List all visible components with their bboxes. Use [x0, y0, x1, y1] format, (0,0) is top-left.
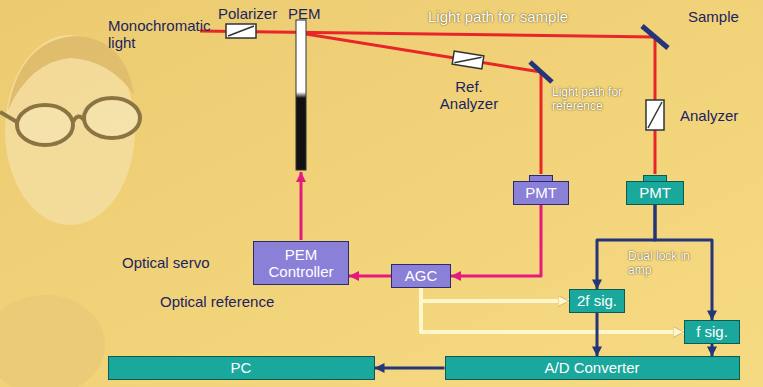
signal-connector [451, 205, 541, 276]
box-text: AGC [405, 267, 438, 284]
lock-in-box: f sig. [684, 320, 740, 343]
polarizer-body [226, 24, 256, 38]
reference-light-path [306, 34, 541, 72]
signal-connector [421, 288, 569, 301]
lock-in-box: 2f sig. [569, 289, 625, 312]
converter-box: A/D Converter [445, 356, 740, 379]
pem-modulator [296, 20, 306, 170]
signal-connector [421, 288, 684, 332]
glasses-lens [84, 98, 140, 138]
box-text: PEM Controller [260, 246, 342, 281]
part-label: Ref. Analyzer [433, 78, 505, 113]
path-label: Light path for sample [428, 8, 568, 25]
glasses-temple [0, 112, 17, 122]
part-label: Analyzer [680, 107, 738, 124]
drive-arrow [300, 172, 303, 240]
path-label: Light path for reference [552, 86, 626, 114]
sample-light-path [200, 31, 655, 37]
shoulder [0, 295, 105, 387]
part-label: Polarizer [218, 5, 277, 22]
analyzer-body [452, 51, 484, 69]
sample-mirror [642, 26, 668, 48]
source-label: Monochromatic light [108, 17, 208, 52]
box-text: PMT [639, 184, 671, 201]
box-text: 2f sig. [577, 292, 617, 309]
reference-light-path [540, 72, 543, 174]
box-text: PC [231, 359, 252, 376]
ref-analyzer-symbol [452, 51, 484, 69]
signal-label: Optical reference [160, 293, 274, 310]
glasses-lens [17, 105, 73, 145]
signal-connector [711, 344, 714, 357]
box-text: A/D Converter [544, 359, 639, 376]
box-text: f sig. [696, 323, 728, 340]
reference-mirror [530, 62, 552, 82]
amp-label: Dual lock in amp [628, 250, 700, 278]
controller-box: PEM Controller [253, 241, 349, 285]
part-label: PEM [288, 5, 321, 22]
signal-connector [375, 367, 445, 370]
glasses-bridge [73, 116, 84, 122]
box-text: PMT [525, 184, 557, 201]
signal-connector [349, 275, 391, 278]
pmt-box: PMT [513, 181, 569, 205]
part-label: Sample [688, 8, 739, 25]
person-photo [0, 35, 140, 387]
analyzer-axis [648, 102, 662, 128]
polarizer-symbol [226, 24, 256, 38]
signal-label: Optical servo [122, 254, 210, 271]
agc-box: AGC [391, 264, 451, 287]
computer-box: PC [108, 356, 375, 379]
analyzer-symbol [646, 100, 664, 130]
polarizer-axis [228, 26, 254, 36]
pmt-box: PMT [626, 181, 684, 205]
analyzer-axis [454, 53, 481, 67]
signal-connector [596, 313, 599, 357]
analyzer-body [646, 100, 664, 130]
